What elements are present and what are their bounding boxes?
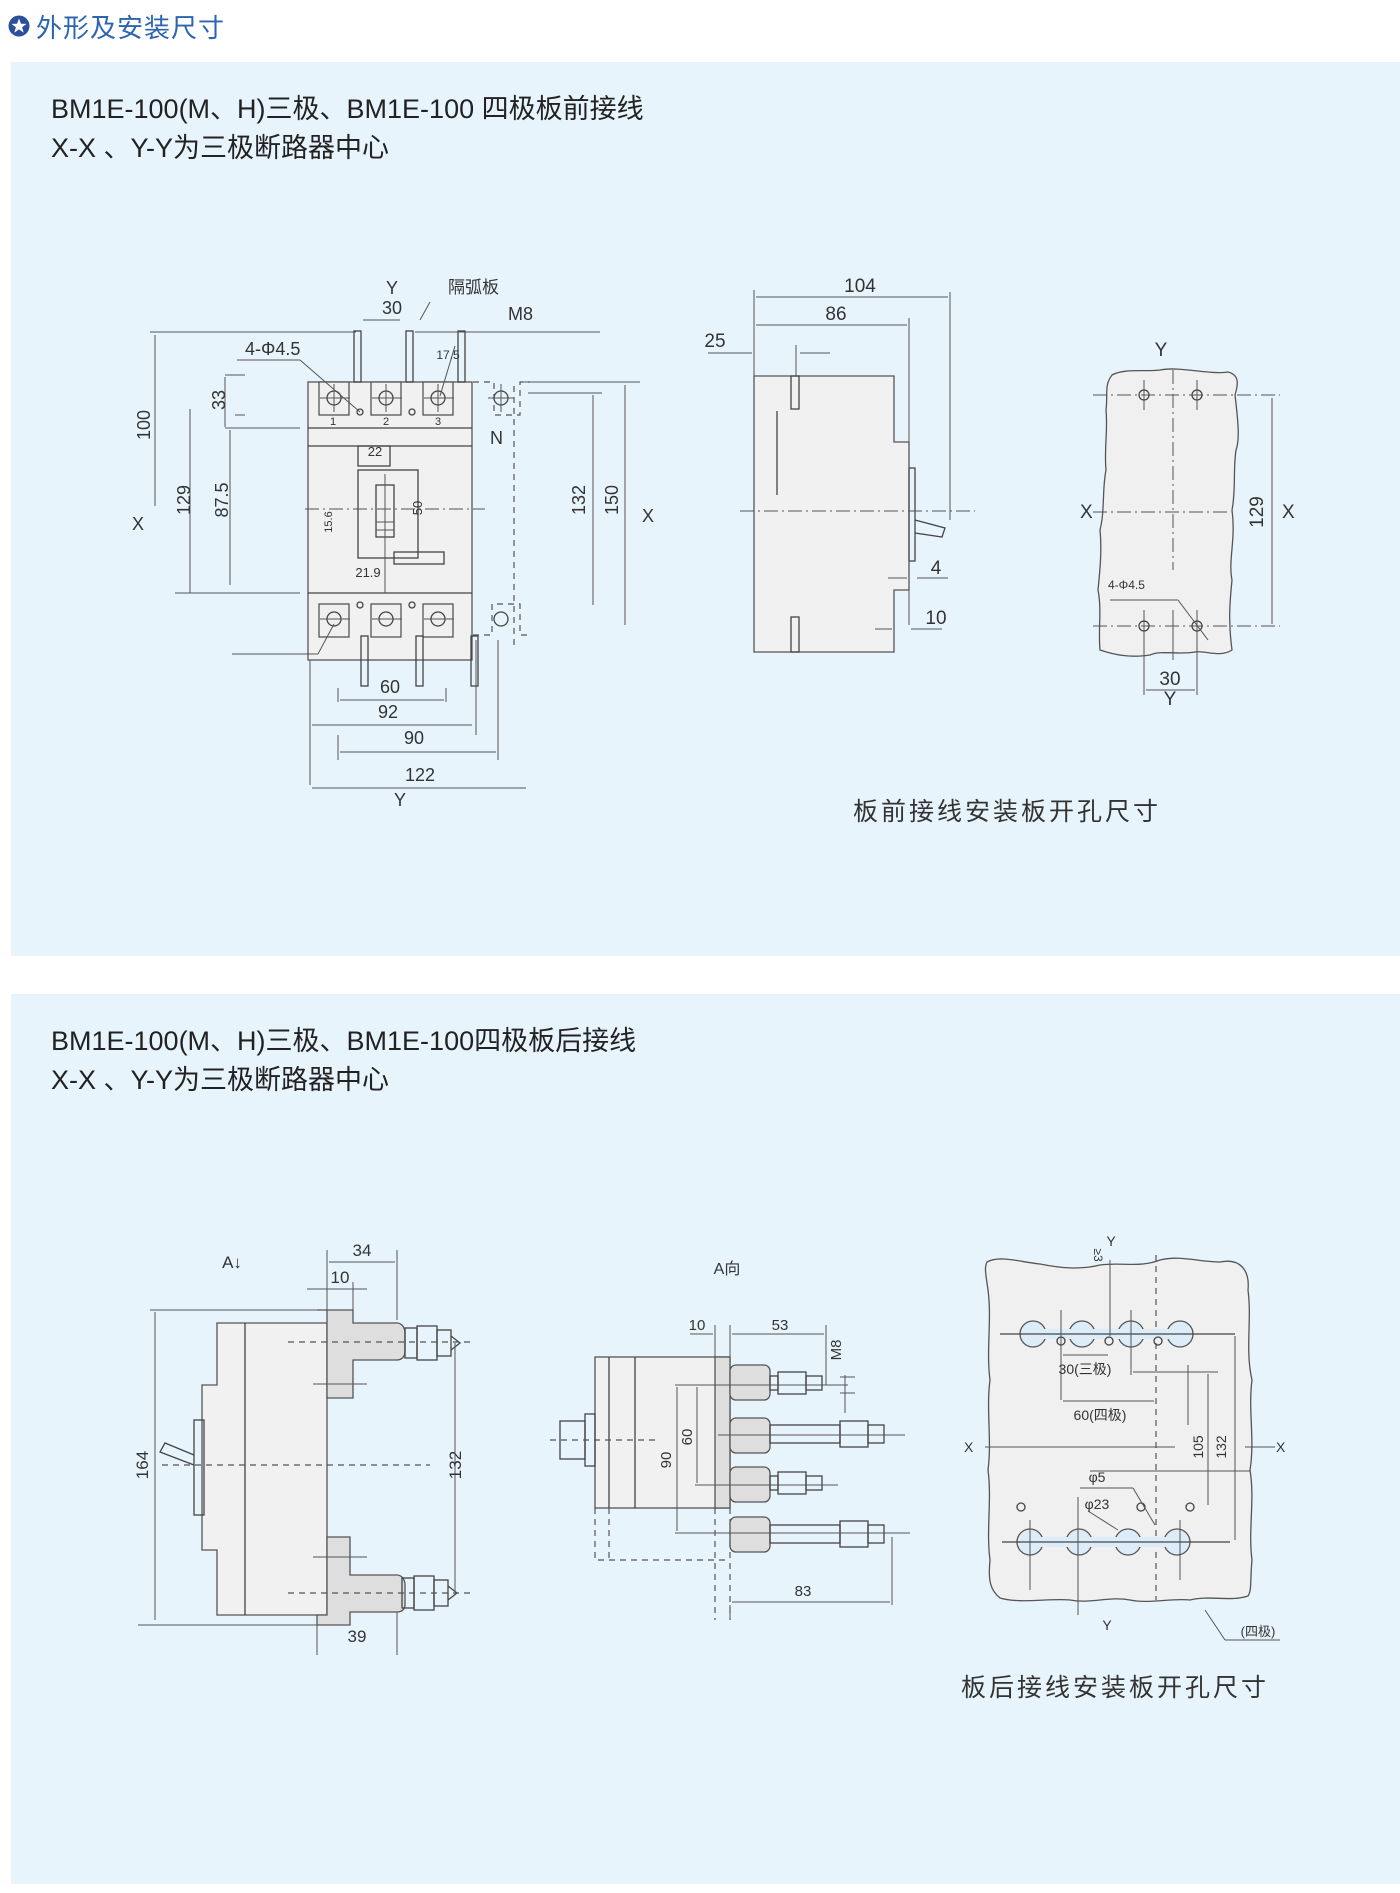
- studs: [729, 1364, 885, 1553]
- rear-wiring-panel: BM1E-100(M、H)三极、BM1E-100四极板后接线 X-X 、Y-Y为…: [11, 994, 1400, 1884]
- label-x-left: X: [964, 1439, 974, 1455]
- label-view-a: A↓: [222, 1253, 242, 1272]
- dim-86: 86: [825, 304, 846, 325]
- dim-33: 33: [209, 390, 229, 410]
- dim-83: 83: [795, 1583, 812, 1600]
- label-x-left: X: [132, 514, 144, 534]
- top-terminals: [318, 381, 454, 416]
- dim-105: 105: [1190, 1435, 1206, 1459]
- dim-92: 92: [378, 702, 398, 722]
- label-arc-barrier: 隔弧板: [448, 278, 499, 297]
- side-view: 104 86 25 4 10: [704, 276, 975, 653]
- dim-60: 60: [679, 1429, 696, 1446]
- dim-53: 53: [772, 1317, 789, 1334]
- label-x-right: X: [1276, 1439, 1286, 1455]
- dim-21-9: 21.9: [355, 565, 380, 580]
- dim-39: 39: [348, 1627, 367, 1646]
- label-three-pole: 30(三极): [1059, 1361, 1112, 1377]
- dim-100: 100: [134, 410, 154, 440]
- bottom-hole-row: [1002, 1502, 1230, 1556]
- a-direction-view: A向 10 53 M8 90 60 83: [550, 1260, 910, 1620]
- dim-164: 164: [133, 1451, 152, 1479]
- cutout-label-y-top: Y: [1155, 340, 1168, 361]
- dim-104: 104: [844, 276, 876, 297]
- cutout-label-y-bottom: Y: [1164, 689, 1177, 710]
- label-holes: 4-Φ4.5: [245, 339, 300, 359]
- cutout-label-holes: 4-Φ4.5: [1108, 578, 1145, 592]
- top-bolt: [404, 1325, 462, 1361]
- dim-50: 50: [410, 501, 425, 515]
- panel-title-line1: BM1E-100(M、H)三极、BM1E-100四极板后接线: [51, 1026, 637, 1056]
- dim-22: 22: [368, 444, 382, 459]
- dim-132: 132: [569, 485, 589, 515]
- label-y-top: Y: [386, 278, 398, 298]
- label-pole-3: 3: [435, 416, 441, 428]
- panel-title-line1: BM1E-100(M、H)三极、BM1E-100 四极板前接线: [51, 94, 644, 124]
- dim-87-5: 87.5: [212, 482, 232, 517]
- dim-10: 10: [689, 1317, 706, 1334]
- rear-wiring-drawing: A↓ 34 10 164 132 39: [133, 1233, 1286, 1655]
- front-view: Y 30 隔弧板 M8 4-Φ4.5 17.5 1 2 3 N X X 22 2…: [132, 278, 654, 810]
- label-n: N: [490, 428, 503, 448]
- page-title: 外形及安装尺寸: [36, 12, 226, 43]
- label-y-bottom: Y: [1102, 1617, 1112, 1633]
- dim-132: 132: [1213, 1435, 1229, 1459]
- dim-4: 4: [931, 558, 942, 579]
- dim-129: 129: [174, 485, 194, 515]
- label-y-bottom: Y: [394, 790, 406, 810]
- label-four-pole: 60(四极): [1074, 1407, 1127, 1423]
- dim-150: 150: [602, 485, 622, 515]
- front-wiring-drawing: Y 30 隔弧板 M8 4-Φ4.5 17.5 1 2 3 N X X 22 2…: [132, 276, 1295, 810]
- dim-60: 60: [380, 677, 400, 697]
- label-m8: M8: [828, 1340, 845, 1361]
- cutout-label-x-right: X: [1282, 502, 1295, 523]
- label-ge3: ≥3: [1091, 1248, 1105, 1262]
- front-wiring-panel: BM1E-100(M、H)三极、BM1E-100 四极板前接线 X-X 、Y-Y…: [11, 62, 1400, 956]
- dim-17-5: 17.5: [436, 348, 460, 362]
- dim-122: 122: [405, 765, 435, 785]
- panel-title: BM1E-100(M、H)三极、BM1E-100四极板后接线 X-X 、Y-Y为…: [51, 1022, 636, 1100]
- panel-title-line2: X-X 、Y-Y为三极断路器中心: [51, 133, 390, 163]
- cutout-caption: 板前接线安装板开孔尺寸: [853, 798, 1162, 826]
- label-y-top: Y: [1106, 1233, 1116, 1249]
- rear-cutout-view: Y ≥3 30(三极) 60(四极) X X 105 132 φ5 φ23 Y …: [964, 1233, 1286, 1641]
- dim-90: 90: [658, 1452, 675, 1469]
- panel-title: BM1E-100(M、H)三极、BM1E-100 四极板前接线 X-X 、Y-Y…: [51, 90, 644, 168]
- label-m8: M8: [508, 304, 533, 324]
- label-x-right: X: [642, 506, 654, 526]
- label-pole-2: 2: [383, 416, 389, 428]
- label-four-pole-note: (四极): [1241, 1624, 1276, 1639]
- dim-132: 132: [446, 1451, 465, 1479]
- dim-15-6: 15.6: [323, 511, 335, 532]
- dim-25: 25: [704, 331, 725, 352]
- cutout-dim-30: 30: [1159, 669, 1180, 690]
- section-header: 外形及安装尺寸: [8, 6, 225, 46]
- dim-34: 34: [353, 1241, 372, 1260]
- label-pole-1: 1: [330, 416, 336, 428]
- dim-30: 30: [382, 298, 402, 318]
- cutout-dim-129: 129: [1247, 496, 1268, 528]
- label-phi23: φ23: [1085, 1496, 1110, 1512]
- bottom-terminals: [318, 601, 530, 638]
- label-phi5: φ5: [1089, 1469, 1106, 1485]
- front-cutout-view: Y X X 129 4-Φ4.5 30 Y: [1080, 340, 1295, 710]
- dim-10: 10: [925, 608, 946, 629]
- star-circle-icon: [8, 15, 30, 37]
- dim-90: 90: [404, 728, 424, 748]
- panel-title-line2: X-X 、Y-Y为三极断路器中心: [51, 1065, 390, 1095]
- cutout-caption: 板后接线安装板开孔尺寸: [961, 1674, 1270, 1702]
- rear-side-view: A↓ 34 10 164 132 39: [133, 1241, 470, 1655]
- cutout-label-x-left: X: [1080, 502, 1093, 523]
- label-a-view-title: A向: [714, 1260, 741, 1278]
- dim-10: 10: [331, 1268, 350, 1287]
